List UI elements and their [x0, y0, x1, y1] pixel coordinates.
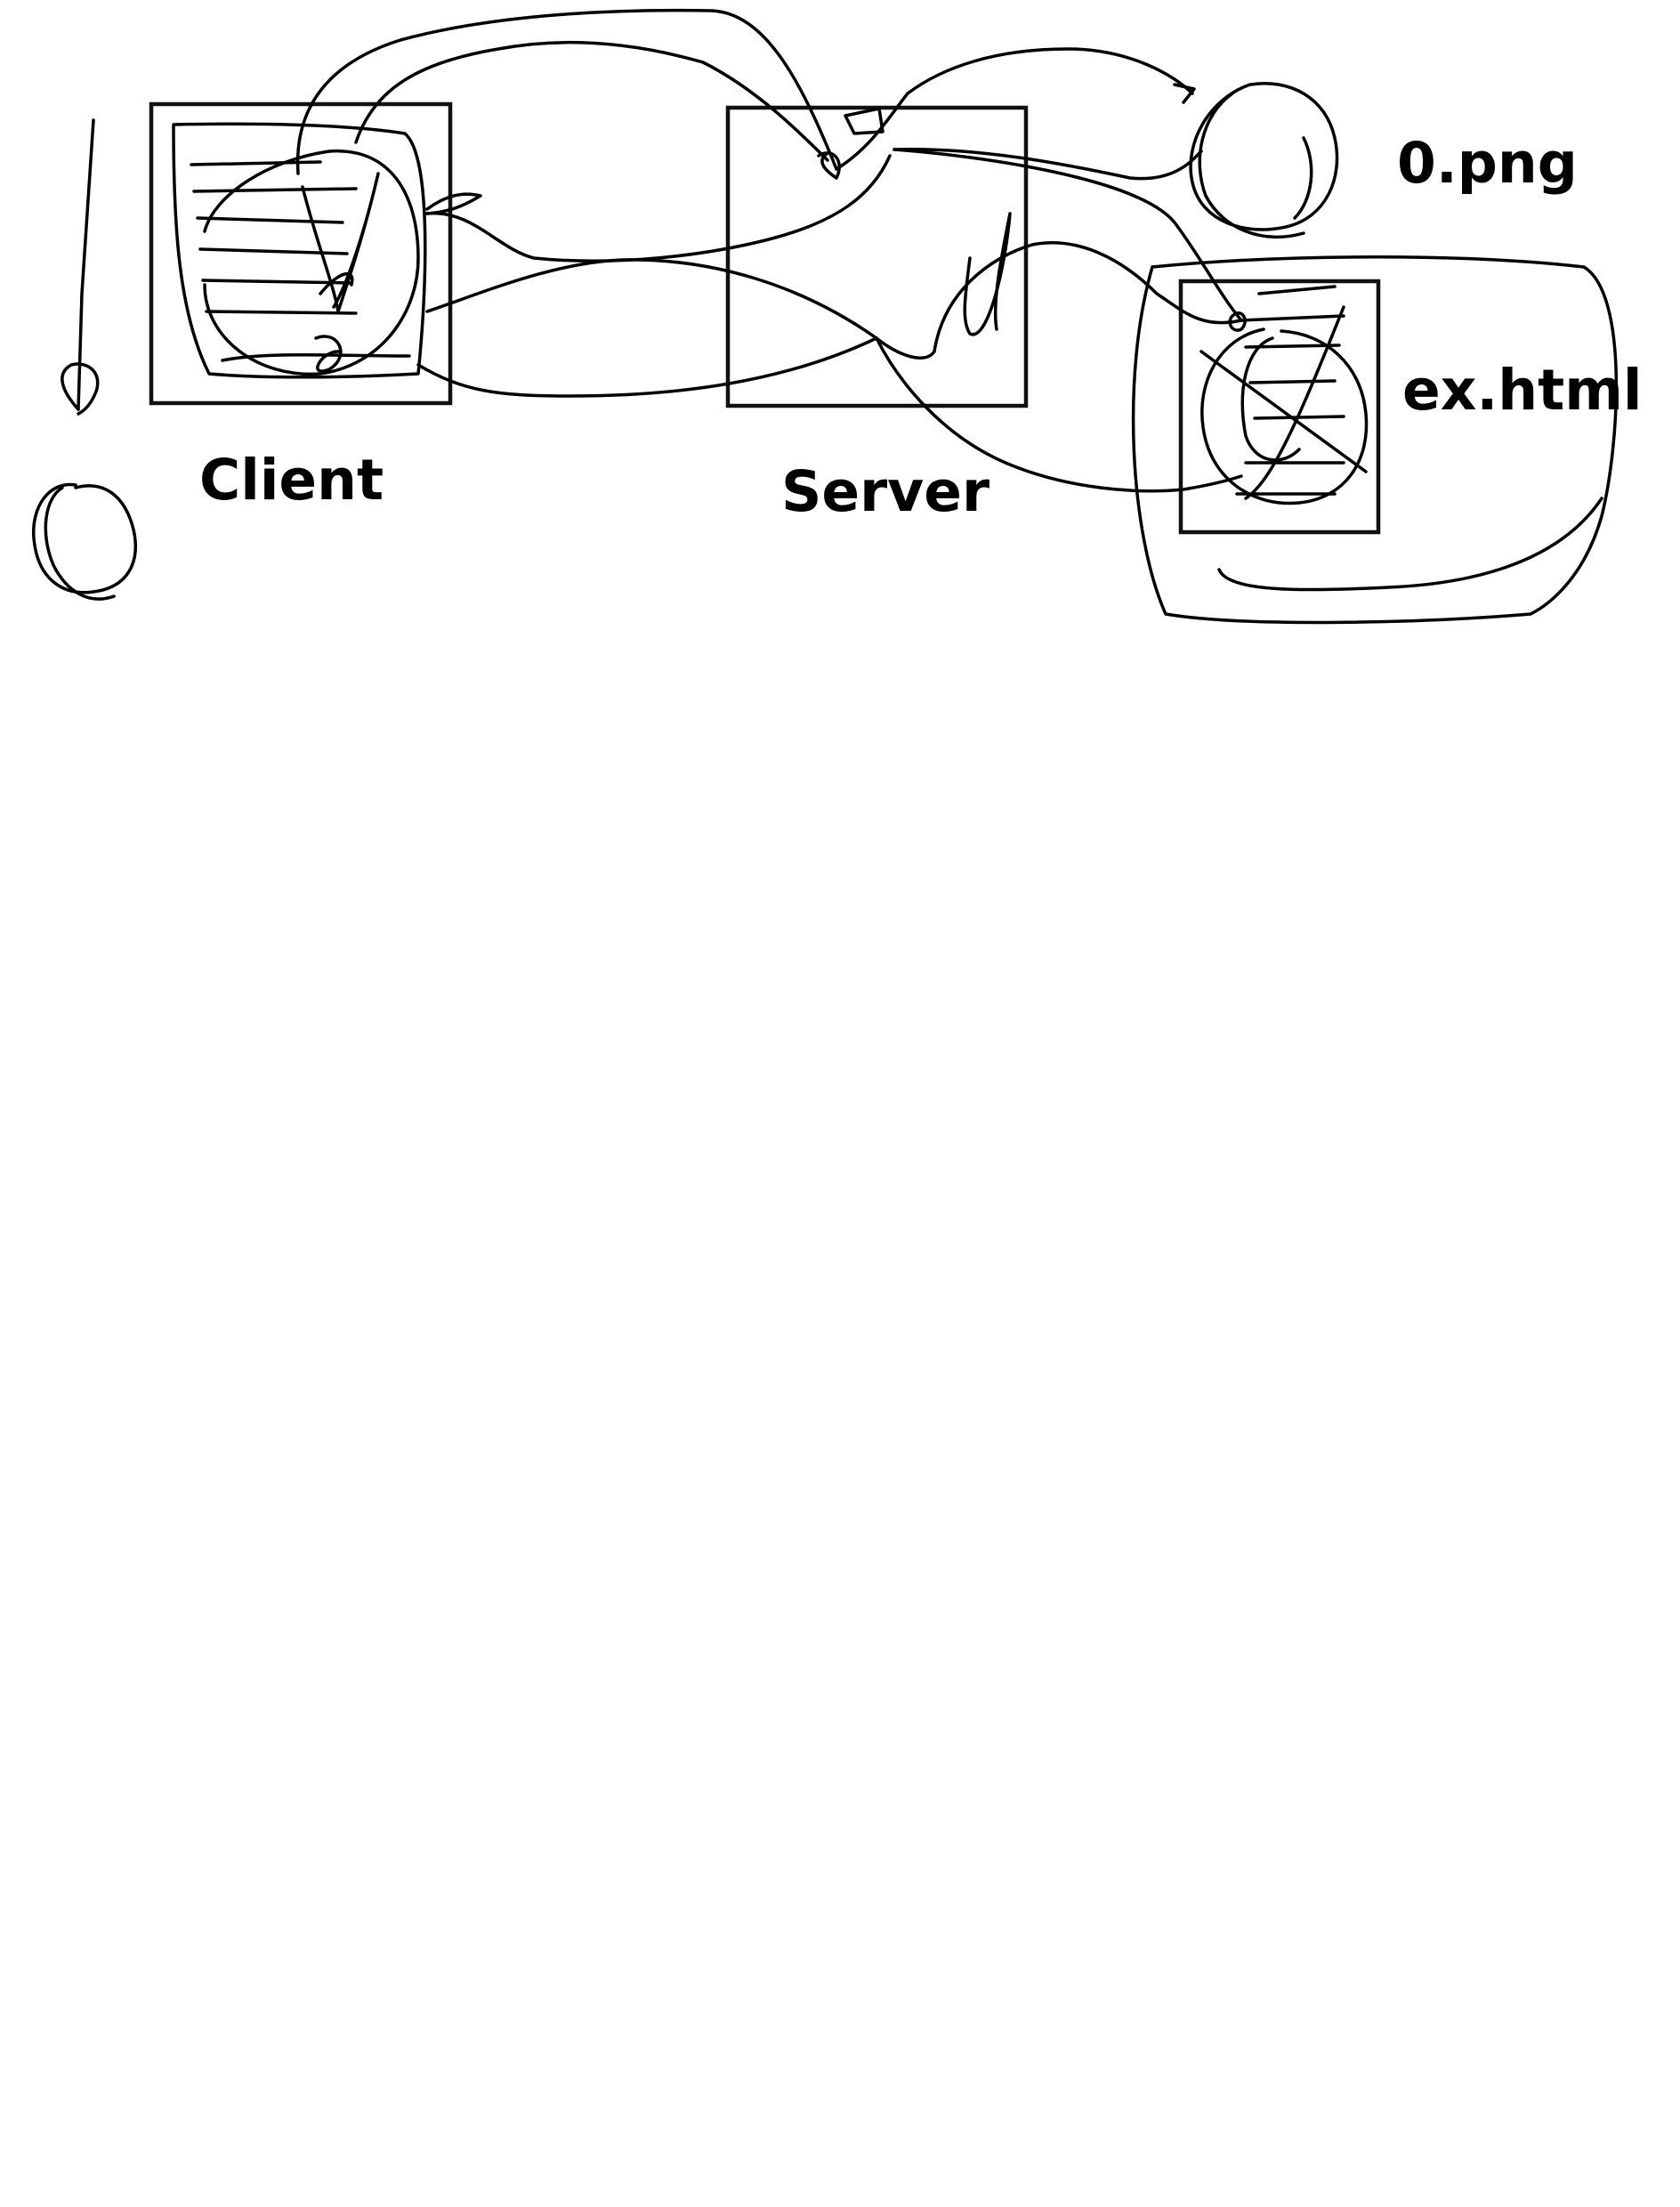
- server-scribble: [817, 107, 1012, 336]
- image-file-circle: [1189, 82, 1339, 239]
- html-file-scribble: [1199, 285, 1369, 505]
- left-circle: [31, 482, 137, 601]
- html-file-box: [1178, 279, 1381, 535]
- image-file-label: 0.png: [1397, 131, 1578, 196]
- server-label: Server: [781, 459, 990, 524]
- connection-strokes: [295, 8, 1243, 493]
- client-label: Client: [199, 448, 384, 513]
- html-file-label: ex.html: [1402, 358, 1643, 423]
- left-arrow-stroke: [61, 118, 100, 416]
- client-document-scribble: [172, 122, 427, 379]
- client-box: [149, 101, 453, 406]
- html-file-enclosure: [1131, 255, 1619, 625]
